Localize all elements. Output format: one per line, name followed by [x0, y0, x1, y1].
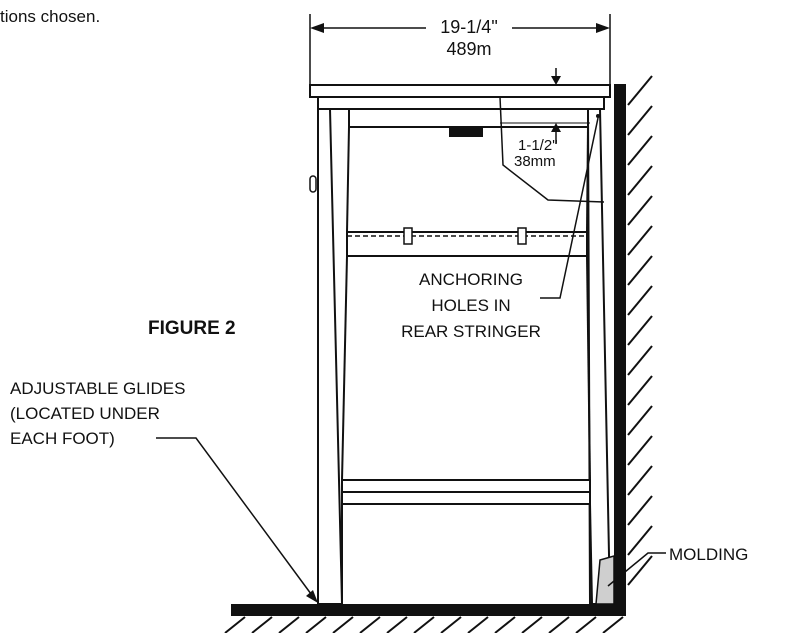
- width-arrow-left: [310, 23, 324, 33]
- molding-label: MOLDING: [669, 545, 748, 564]
- front-leg: [317, 108, 344, 605]
- glides-label-line-3: EACH FOOT): [10, 429, 115, 448]
- floor-hatching: [224, 616, 624, 634]
- detail-outline: [499, 96, 605, 203]
- side-knob: [309, 175, 317, 193]
- width-dimension: 19-1/4" 489m: [309, 14, 611, 84]
- anchoring-label-line-3: REAR STRINGER: [401, 322, 541, 341]
- thickness-dimension: 1-1/2" 38mm: [499, 68, 605, 203]
- floor: [224, 604, 626, 634]
- countertop-apron: [317, 96, 605, 110]
- frame-lines: [341, 126, 593, 605]
- wall: [614, 75, 653, 604]
- lower-stretcher-bottom: [341, 491, 591, 505]
- molding-strip: [595, 555, 615, 605]
- glides-label-line-1: ADJUSTABLE GLIDES: [10, 379, 185, 398]
- shelf-clip-left: [403, 227, 413, 245]
- thickness-arrow-up: [551, 123, 561, 132]
- molding-leader-line: [607, 552, 666, 587]
- thickness-arrow-down: [551, 76, 561, 85]
- glides-label-line-2: (LOCATED UNDER: [10, 404, 160, 423]
- anchoring-label-line-2: HOLES IN: [431, 296, 510, 315]
- anchoring-label-line-1: ANCHORING: [419, 270, 523, 289]
- glides-leader-line: [156, 437, 315, 599]
- width-imperial: 19-1/4": [440, 17, 497, 37]
- thickness-imperial: 1-1/2": [518, 137, 558, 154]
- molding-callout: MOLDING: [607, 545, 748, 587]
- wall-hatching: [627, 75, 653, 586]
- anchoring-leader-line: [540, 117, 599, 299]
- intro-text: tions chosen.: [0, 7, 100, 26]
- anchoring-hole-marker: [596, 114, 600, 118]
- drawer-handle: [449, 127, 483, 137]
- glides-arrowhead: [306, 590, 318, 603]
- drawer-rail: [348, 108, 589, 128]
- width-arrow-right: [596, 23, 610, 33]
- width-metric: 489m: [446, 39, 491, 59]
- adjustable-glides-callout: ADJUSTABLE GLIDES (LOCATED UNDER EACH FO…: [10, 379, 318, 603]
- anchoring-holes-callout: ANCHORING HOLES IN REAR STRINGER: [401, 114, 600, 341]
- figure-title: FIGURE 2: [148, 318, 236, 339]
- countertop: [309, 84, 611, 98]
- lower-stretcher-top: [341, 479, 591, 493]
- cabinet: [309, 84, 612, 605]
- shelf-clip-right: [517, 227, 527, 245]
- thickness-metric: 38mm: [514, 153, 556, 170]
